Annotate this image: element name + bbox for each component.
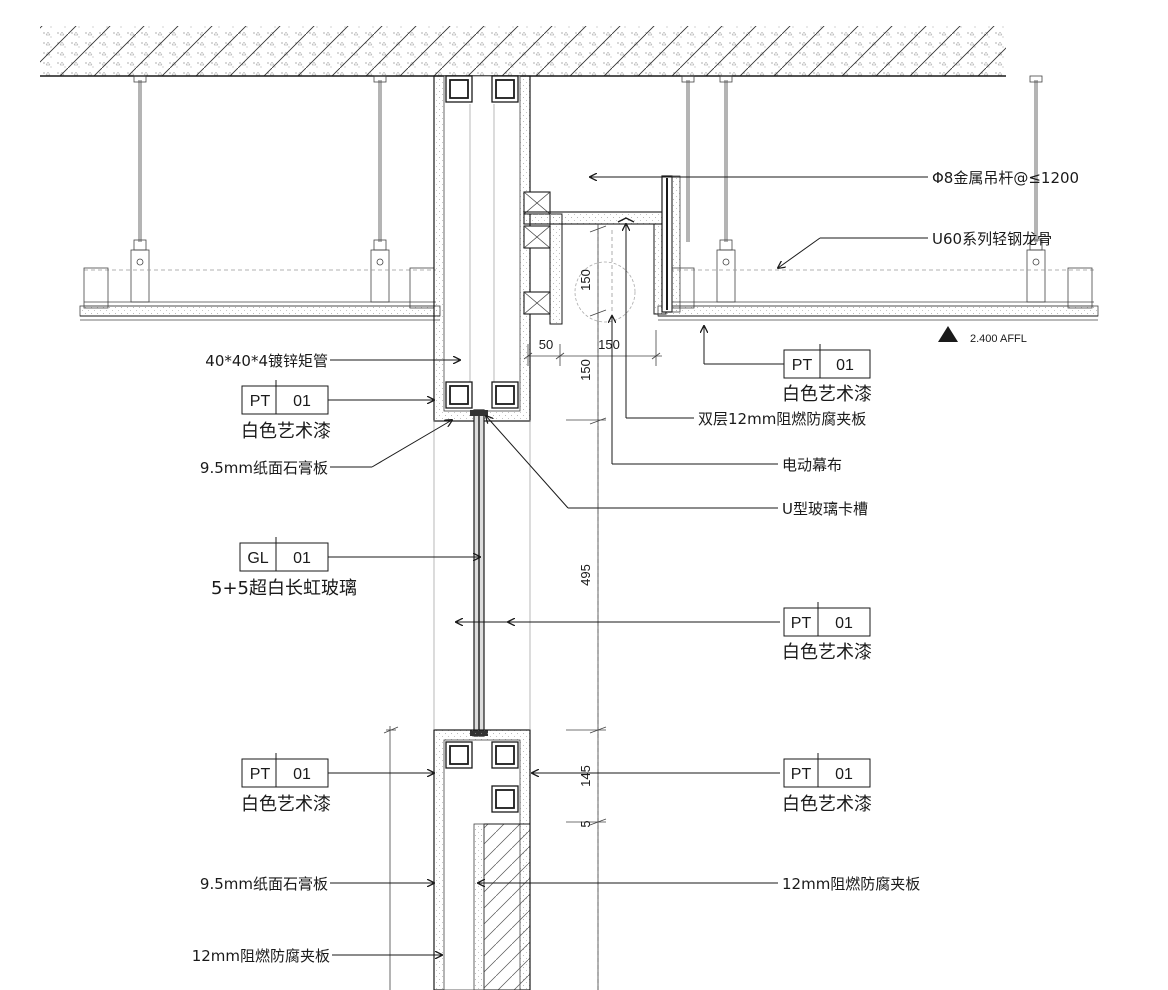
- wall-column-upper: [433, 75, 531, 422]
- tag-gl: GL 01 5+5超白长虹玻璃: [211, 537, 357, 599]
- dim-150-mid: 150: [578, 359, 593, 381]
- level-triangle-icon: [938, 326, 958, 342]
- dim-150-top: 150: [578, 269, 593, 291]
- level-text: 2.400 AFFL: [970, 333, 1027, 345]
- wall-column-lower: [433, 729, 531, 990]
- svg-text:5+5超白长虹玻璃: 5+5超白长虹玻璃: [211, 578, 357, 599]
- label-gypsum-bottom: 9.5mm纸面石膏板: [200, 875, 328, 893]
- label-tube: 40*40*4镀锌矩管: [205, 352, 328, 370]
- svg-text:01: 01: [293, 766, 311, 783]
- label-curtain: 电动幕布: [782, 456, 842, 474]
- label-plywood-right: 12mm阻燃防腐夹板: [782, 875, 920, 893]
- glass-panel: [470, 409, 488, 737]
- curtain-box: [523, 175, 681, 990]
- dim-145: 145: [578, 765, 593, 787]
- tag-pt-right-mid: PT 01 白色艺术漆: [782, 602, 872, 663]
- label-rod: Φ8金属吊杆@≤1200: [932, 169, 1079, 187]
- svg-text:01: 01: [835, 766, 853, 783]
- label-plywood-double: 双层12mm阻燃防腐夹板: [698, 410, 866, 428]
- label-glass-channel: U型玻璃卡槽: [782, 500, 868, 518]
- svg-text:GL: GL: [247, 550, 268, 567]
- concrete-slab: [40, 26, 1006, 77]
- dim-50: 50: [539, 337, 553, 352]
- dim-5: 5: [578, 820, 593, 827]
- svg-text:白色艺术漆: 白色艺术漆: [782, 794, 872, 815]
- svg-text:白色艺术漆: 白色艺术漆: [241, 794, 331, 815]
- svg-text:01: 01: [293, 393, 311, 410]
- construction-lines: [389, 420, 531, 990]
- svg-text:PT: PT: [792, 357, 813, 374]
- tag-pt-left-bottom: PT 01 白色艺术漆: [241, 753, 331, 815]
- level-marker: 2.400 AFFL: [938, 326, 1027, 345]
- tag-pt-left-top: PT 01 白色艺术漆: [241, 380, 331, 442]
- svg-text:白色艺术漆: 白色艺术漆: [241, 421, 331, 442]
- ceiling-left: [79, 267, 441, 321]
- tag-pt-right-top: PT 01 白色艺术漆: [782, 344, 872, 405]
- svg-text:白色艺术漆: 白色艺术漆: [782, 642, 872, 663]
- leaders-left: [328, 360, 480, 955]
- label-gypsum-top: 9.5mm纸面石膏板: [200, 459, 328, 477]
- ceiling-right: [657, 267, 1099, 321]
- svg-text:PT: PT: [791, 766, 812, 783]
- label-plywood-left: 12mm阻燃防腐夹板: [192, 947, 330, 965]
- hanger-rods: [133, 75, 1043, 242]
- dim-150-h: 150: [598, 337, 620, 352]
- svg-text:白色艺术漆: 白色艺术漆: [782, 384, 872, 405]
- leaders: [456, 177, 928, 883]
- svg-text:PT: PT: [791, 615, 812, 632]
- dimension-lines: [383, 224, 662, 990]
- tag-pt-right-bottom: PT 01 白色艺术漆: [782, 753, 872, 815]
- svg-text:01: 01: [836, 357, 854, 374]
- label-keel: U60系列轻钢龙骨: [932, 230, 1052, 248]
- svg-text:PT: PT: [250, 393, 271, 410]
- svg-text:01: 01: [293, 550, 311, 567]
- dim-495: 495: [578, 564, 593, 586]
- svg-text:PT: PT: [250, 766, 271, 783]
- svg-text:01: 01: [835, 615, 853, 632]
